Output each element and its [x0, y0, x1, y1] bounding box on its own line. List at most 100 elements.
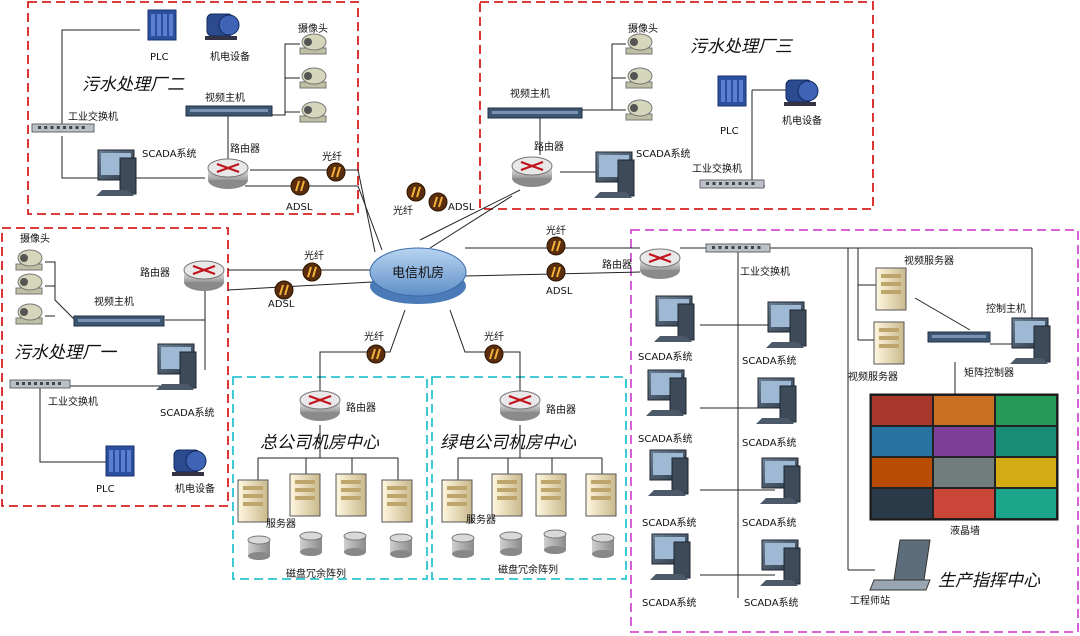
scada-p1 [156, 343, 197, 390]
label-scada-p1: SCADA系统 [160, 406, 215, 419]
scada-p3 [594, 151, 635, 198]
workstation-laptop [869, 539, 931, 591]
label-fiber-prod: 光纤 [546, 224, 566, 237]
label-control-host: 控制主机 [986, 302, 1026, 315]
label-scada-prod-7: SCADA系统 [642, 596, 697, 609]
label-server-hq: 服务器 [266, 517, 296, 530]
router-p3 [511, 156, 553, 187]
router-hq [299, 390, 341, 421]
zone-green-title: 绿电公司机房中心 [440, 433, 577, 453]
lcd-wall [869, 393, 1059, 521]
video-host-p2 [185, 105, 273, 117]
label-raid-green: 磁盘冗余阵列 [498, 563, 558, 576]
label-fiber-p3a: 光纤 [393, 204, 413, 217]
camera-p1-3 [15, 303, 43, 325]
label-switch-prod: 工业交换机 [740, 265, 790, 278]
label-scada-prod-3: SCADA系统 [638, 432, 693, 445]
fiber-link-p1 [302, 262, 322, 282]
label-lcd-wall: 液晶墙 [950, 524, 980, 537]
label-fiber-p2: 光纤 [322, 150, 342, 163]
router-green [499, 390, 541, 421]
scada-prod-5 [648, 449, 689, 496]
label-motor-p3: 机电设备 [782, 114, 822, 127]
server-green-4 [585, 473, 617, 517]
label-plc-p1: PLC [96, 484, 115, 495]
label-router-green: 路由器 [546, 403, 576, 416]
switch-p2 [31, 123, 95, 133]
camera-p3-1 [625, 33, 653, 55]
server-green-3 [535, 473, 567, 517]
label-camera-p2: 摄像头 [298, 22, 328, 35]
device-icons [9, 9, 1059, 591]
fiber-link-p3 [406, 182, 426, 202]
label-router-p1: 路由器 [140, 266, 170, 279]
label-fiber-green: 光纤 [484, 330, 504, 343]
plc-p2 [147, 9, 177, 41]
adsl-link-p3 [428, 192, 448, 212]
telecom-room-label: 电信机房 [392, 265, 444, 281]
video-server-2 [873, 321, 905, 365]
label-adsl-p1: ADSL [268, 299, 295, 310]
zone-hq-border [232, 376, 428, 580]
switch-p3 [699, 179, 765, 189]
disk-hq-1 [247, 535, 271, 560]
server-hq-2 [289, 473, 321, 517]
fiber-link-green [484, 344, 504, 364]
server-hq-1 [237, 479, 269, 523]
fiber-link-prod [546, 236, 566, 256]
label-switch-p2: 工业交换机 [68, 110, 118, 123]
label-camera-p1: 摄像头 [20, 232, 50, 245]
label-fiber-p1: 光纤 [304, 249, 324, 262]
label-videohost-p2: 视频主机 [205, 91, 245, 104]
zone-prod-border [630, 229, 1079, 633]
adsl-link-prod [546, 262, 566, 282]
label-adsl-p2: ADSL [286, 202, 313, 213]
label-switch-p1: 工业交换机 [48, 395, 98, 408]
matrix-controller [927, 331, 991, 343]
label-scada-prod-1: SCADA系统 [638, 350, 693, 363]
router-p2 [207, 158, 249, 189]
camera-p1-1 [15, 249, 43, 271]
camera-p2-2 [299, 67, 327, 89]
label-workstation: 工程师站 [850, 594, 890, 607]
label-scada-prod-5: SCADA系统 [642, 516, 697, 529]
connection-lines [39, 29, 1033, 598]
zone-prod-title: 生产指挥中心 [938, 571, 1041, 591]
scada-prod-7 [650, 533, 691, 580]
server-hq-3 [335, 473, 367, 517]
label-motor-p1: 机电设备 [175, 482, 215, 495]
label-scada-prod-4: SCADA系统 [742, 436, 797, 449]
label-server-green: 服务器 [466, 513, 496, 526]
disk-hq-2 [299, 531, 323, 556]
router-prod [639, 248, 681, 279]
switch-prod [705, 243, 771, 253]
telecom-room-node: 电信机房 [369, 247, 467, 304]
plc-p3 [717, 75, 747, 107]
camera-p3-3 [625, 99, 653, 121]
switch-p1 [9, 379, 71, 389]
label-motor-p2: 机电设备 [210, 50, 250, 63]
zone-hq-title: 总公司机房中心 [260, 433, 380, 453]
label-videoserver-1: 视频服务器 [904, 254, 954, 267]
fiber-link-hq [366, 344, 386, 364]
label-switch-p3: 工业交换机 [692, 162, 742, 175]
disk-green-2 [499, 531, 523, 556]
motor-p1 [172, 449, 207, 476]
disk-green-4 [591, 533, 615, 558]
camera-p1-2 [15, 273, 43, 295]
zone-green-border [431, 376, 627, 580]
video-server-1 [875, 267, 907, 311]
zone-plant1-border [1, 227, 229, 507]
server-green-1 [441, 479, 473, 523]
scada-prod-3 [646, 369, 687, 416]
router-p1 [183, 260, 225, 291]
scada-prod-6 [760, 457, 801, 504]
scada-prod-8 [760, 539, 801, 586]
label-scada-prod-6: SCADA系统 [742, 516, 797, 529]
adsl-link-p1 [274, 280, 294, 300]
label-scada-p3: SCADA系统 [636, 147, 691, 160]
label-camera-p3: 摄像头 [628, 22, 658, 35]
label-plc-p2: PLC [150, 52, 169, 63]
video-host-p3 [487, 107, 583, 119]
scada-prod-1 [654, 295, 695, 342]
